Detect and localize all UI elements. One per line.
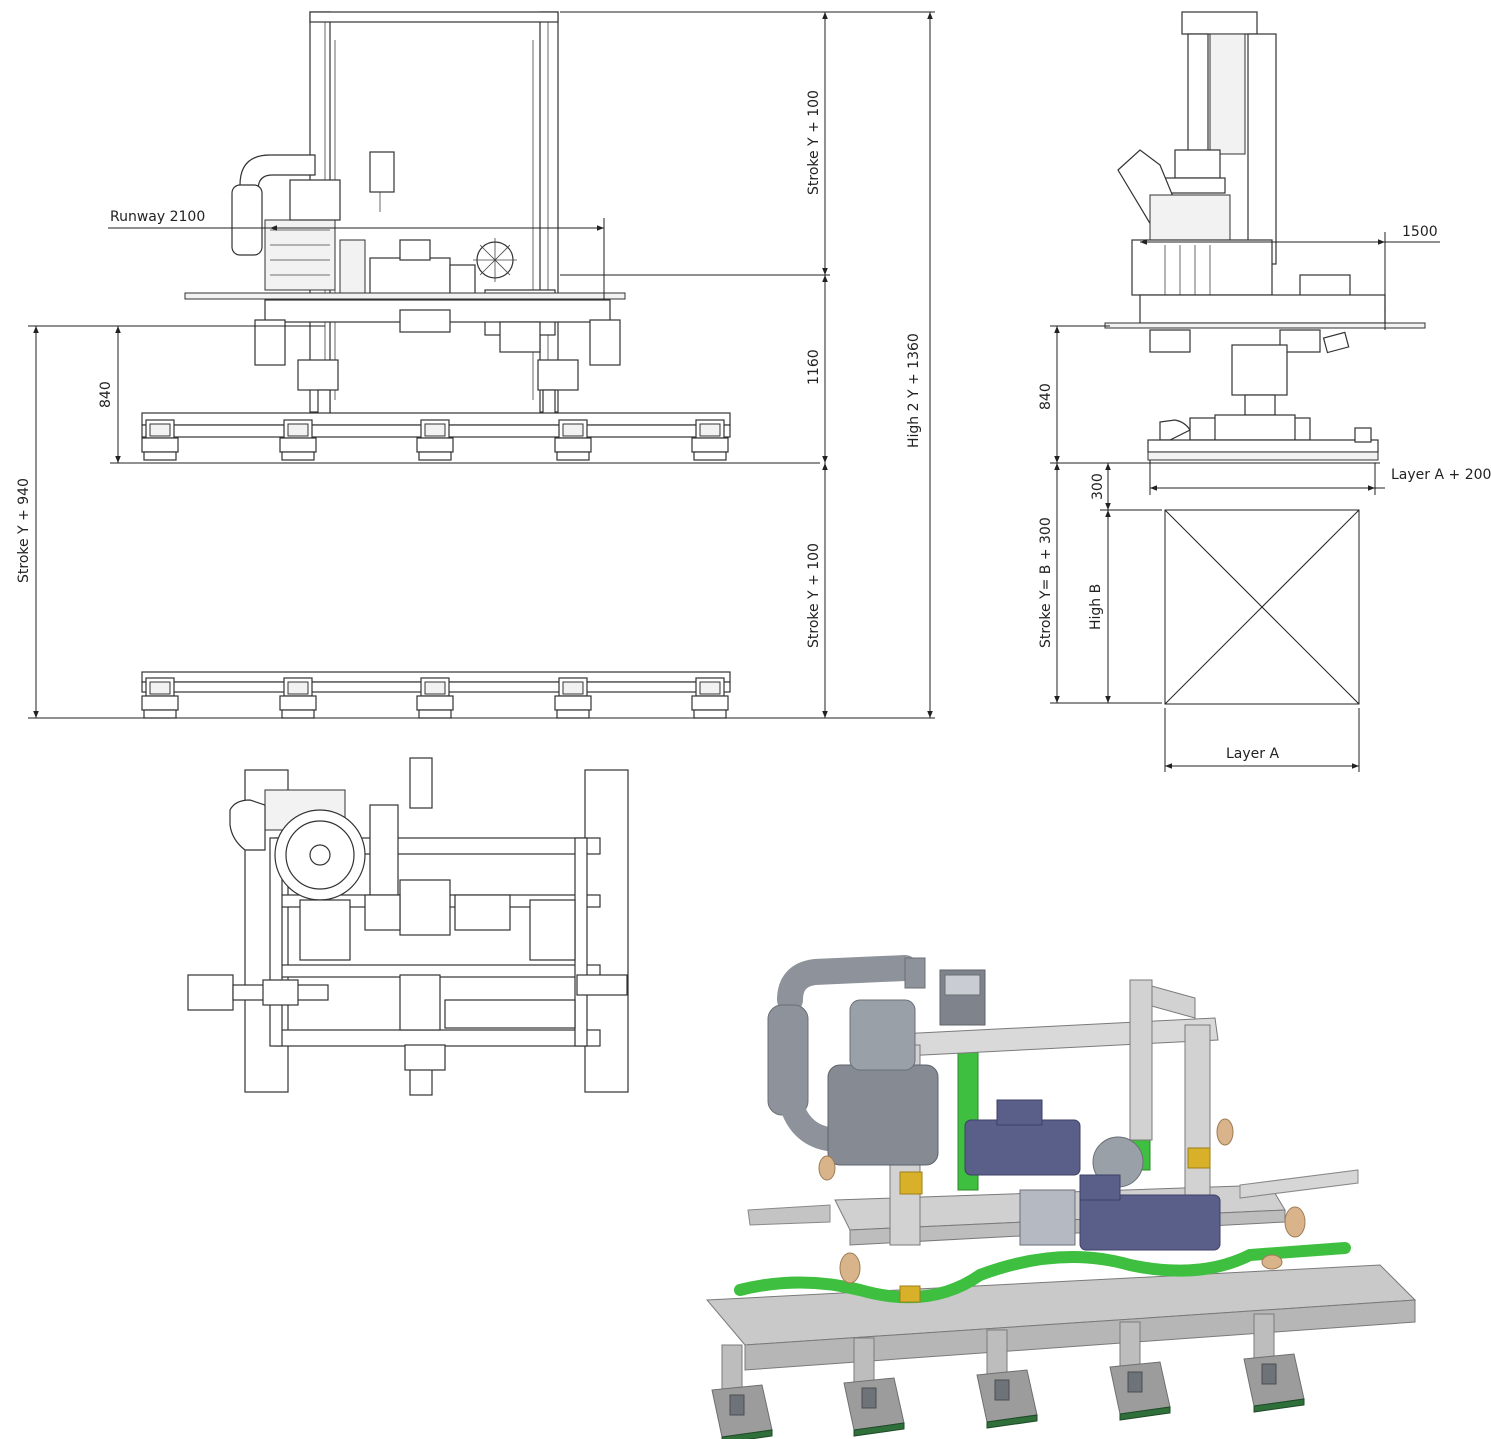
suction-pad xyxy=(554,677,592,719)
layer-a-200-label: Layer A + 200 xyxy=(1391,467,1491,483)
stroke-yb-label: Stroke Y= B + 300 xyxy=(1038,517,1054,648)
gripper-upper xyxy=(141,412,731,461)
drive-motor-upper xyxy=(964,1119,1081,1176)
suction-pad-3d xyxy=(711,1344,773,1439)
vacuum-hose xyxy=(734,1242,1351,1304)
stroke-left-label: Stroke Y + 940 xyxy=(16,478,32,583)
suction-pad xyxy=(416,419,454,461)
suction-pad xyxy=(279,419,317,461)
upper-frame xyxy=(879,1017,1219,1058)
layer-a-label: Layer A xyxy=(1226,746,1279,762)
side-view: 1500 840 Layer A + 200 300 Stroke Y= B +… xyxy=(1038,11,1491,772)
dim-1500-label: 1500 xyxy=(1402,224,1438,240)
blower-duct xyxy=(777,955,918,1013)
suction-pad xyxy=(141,419,179,461)
blower-motor xyxy=(849,999,916,1071)
suction-pad-3d xyxy=(1243,1313,1305,1413)
suction-pad xyxy=(141,677,179,719)
suction-pad xyxy=(279,677,317,719)
high-b-label: High B xyxy=(1088,584,1104,630)
dim-840-front-label: 840 xyxy=(98,381,114,408)
suction-pad xyxy=(554,419,592,461)
suction-pad xyxy=(416,677,454,719)
wheel xyxy=(839,1252,861,1284)
dim-300-label: 300 xyxy=(1090,473,1106,500)
suction-pad-3d xyxy=(1109,1321,1171,1421)
suction-pad-3d xyxy=(976,1329,1038,1429)
gripper-lower xyxy=(141,671,731,719)
top-view xyxy=(187,757,629,1096)
runway-label: Runway 2100 xyxy=(110,209,205,225)
blower-body xyxy=(827,1064,939,1166)
load-layer-box xyxy=(1164,509,1360,705)
suction-pad xyxy=(691,677,729,719)
drive-motor-lower xyxy=(1079,1194,1221,1251)
suction-pad xyxy=(691,419,729,461)
stroke-lower-label: Stroke Y + 100 xyxy=(806,543,822,648)
suction-pad-3d xyxy=(843,1337,905,1437)
dim-840-side-label: 840 xyxy=(1038,383,1054,410)
render-3d xyxy=(705,955,1417,1439)
stroke-upper-label: Stroke Y + 100 xyxy=(806,90,822,195)
dim-1160-label: 1160 xyxy=(806,349,822,385)
high-total-label: High 2 Y + 1360 xyxy=(906,333,922,448)
front-view: Runway 2100 Stroke Y + 100 1160 Stroke Y… xyxy=(16,11,935,719)
